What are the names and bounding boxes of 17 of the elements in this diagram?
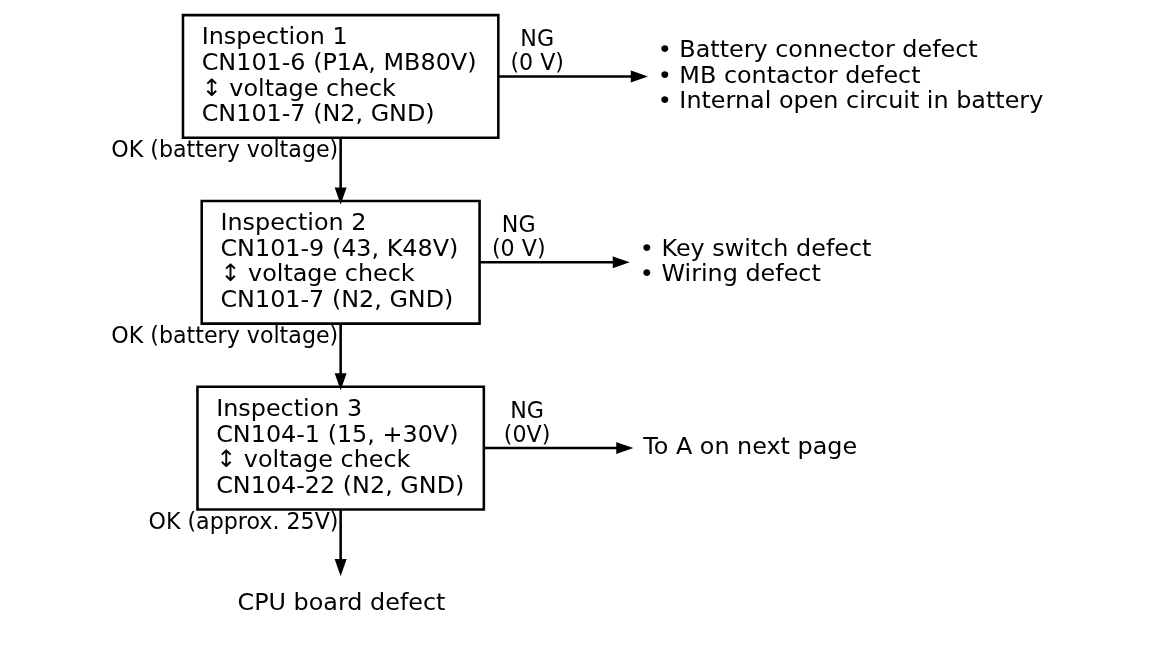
node-text: CPU board defect: [237, 587, 445, 616]
node-box: Inspection 1 CN101-6 (P1A, MB80V) ↕ voltage check CN101-7 (N2, GND): [181, 13, 500, 140]
edge-label: NG (0 V): [509, 25, 564, 76]
edge-label: OK (battery voltage): [110, 322, 338, 349]
arrow: [334, 509, 347, 577]
arrow: [483, 442, 633, 455]
node-box: Inspection 3 CN104-1 (15, +30V) ↕ voltage check CN104-22 (N2, GND): [195, 385, 485, 511]
edge-label: NG (0 V): [491, 211, 546, 262]
arrow: [334, 138, 347, 205]
arrow: [498, 70, 648, 83]
edge-label: NG (0V): [503, 397, 550, 447]
node-text: To A on next page: [642, 432, 857, 461]
node-text: • Battery connector defect • MB contactor defect • Internal open circuit in battery: [657, 35, 1043, 115]
node-box: Inspection 2 CN101-9 (43, K48V) ↕ voltage check CN101-7 (N2, GND): [199, 199, 481, 325]
arrow: [479, 256, 630, 269]
node-text: • Key switch defect • Wiring defect: [639, 233, 871, 288]
arrow: [334, 324, 347, 391]
